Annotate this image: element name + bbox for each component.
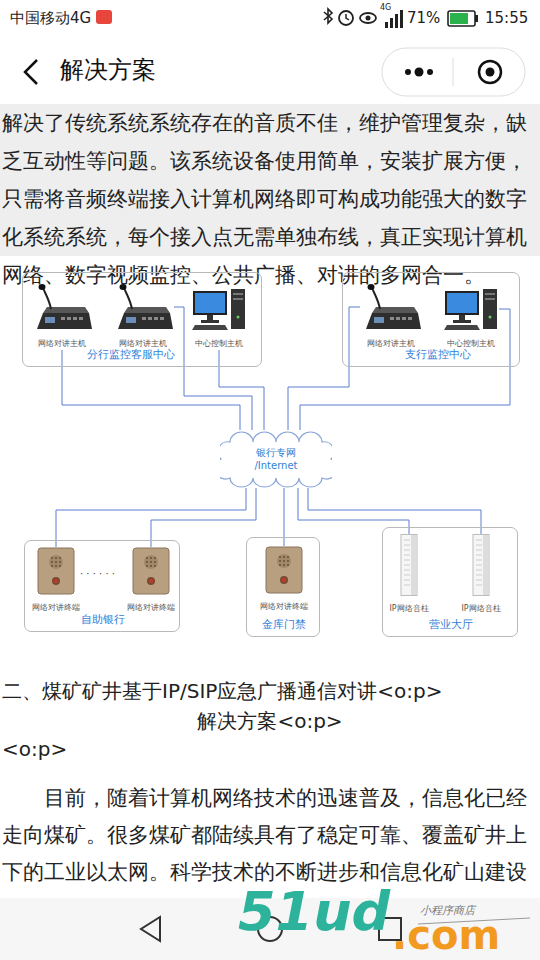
network-link bbox=[288, 307, 360, 430]
cloud-outline bbox=[220, 430, 332, 488]
term-icon bbox=[265, 546, 303, 594]
mic-icon bbox=[31, 283, 93, 331]
device-label: IP网络音柱 bbox=[389, 604, 428, 614]
group-box: 金库门禁网络对讲终端 bbox=[246, 537, 320, 637]
col-icon bbox=[471, 534, 491, 596]
group-label: 金库门禁 bbox=[184, 618, 384, 631]
mic-icon bbox=[112, 283, 174, 331]
battery-percent: 71% bbox=[407, 9, 440, 27]
group-label: 分行监控客服中心 bbox=[31, 348, 231, 361]
group-label: 营业大厅 bbox=[351, 618, 540, 631]
intercom-terminal: 网络对讲终端 bbox=[125, 547, 177, 614]
group-label: 自助银行 bbox=[3, 613, 203, 626]
mic-icon bbox=[360, 283, 422, 331]
device-label: 网络对讲终端 bbox=[127, 603, 175, 613]
title-bar: 解决方案 bbox=[0, 38, 540, 104]
group-box: 分行监控客服中心网络对讲主机 网络对讲主机 中心控制主机 bbox=[22, 272, 262, 367]
section-heading: 解决方案<o:p> bbox=[0, 706, 540, 736]
device-label: 网络对讲主机 bbox=[119, 339, 167, 349]
group-box: 支行监控中心网络对讲主机中心控制主机 bbox=[342, 272, 520, 367]
pc-icon bbox=[191, 287, 247, 331]
ellipsis-dots: · · · · · · bbox=[80, 568, 115, 579]
group-box: 营业大厅IP网络音柱IP网络音柱 bbox=[382, 527, 518, 637]
markup-tag: <o:p> bbox=[2, 734, 67, 764]
text-panel: 解决了传统系统系统存在的音质不佳，维护管理复杂，缺乏互动性等问题。该系统设备使用… bbox=[0, 104, 540, 256]
carrier-name: 中国移动4G bbox=[10, 9, 91, 28]
network-link bbox=[151, 488, 256, 547]
intercom-host: 网络对讲主机 bbox=[31, 283, 93, 350]
watermark: 51ud bbox=[238, 880, 390, 943]
intercom-terminal: 网络对讲终端 bbox=[30, 547, 82, 614]
control-host: 中心控制主机 bbox=[443, 287, 499, 350]
device-label: 中心控制主机 bbox=[195, 339, 243, 349]
intercom-host: 网络对讲主机 bbox=[112, 283, 174, 350]
page-title: 解决方案 bbox=[60, 54, 156, 86]
device-label: 网络对讲终端 bbox=[32, 603, 80, 613]
device-label: IP网络音柱 bbox=[461, 604, 500, 614]
network-diagram: · · · · · ·分行监控客服中心网络对讲主机网络对讲主机中心控制主机支行监… bbox=[0, 258, 540, 646]
intercom-host: 网络对讲主机 bbox=[360, 283, 422, 350]
group-label: 支行监控中心 bbox=[338, 348, 538, 361]
control-host: 中心控制主机 bbox=[191, 287, 247, 350]
device-label: 中心控制主机 bbox=[447, 339, 495, 349]
watermark: .com bbox=[392, 912, 500, 958]
device-label: 网络对讲终端 bbox=[260, 602, 308, 612]
group-box: 自助银行网络对讲终端网络对讲终端 bbox=[24, 540, 180, 632]
clock: 15:55 bbox=[485, 9, 528, 27]
network-link bbox=[62, 350, 240, 430]
term-icon bbox=[132, 547, 170, 595]
term-icon bbox=[37, 547, 75, 595]
ip-speaker-column: IP网络音柱 bbox=[387, 534, 431, 615]
device-label: 网络对讲主机 bbox=[38, 339, 86, 349]
section-heading: 二、煤矿矿井基于IP/SIP应急广播通信对讲<o:p> bbox=[2, 676, 538, 706]
watermark: 小程序商店 bbox=[420, 903, 475, 918]
status-bar: 中国移动4G 4G 71% 15:55 bbox=[0, 0, 540, 38]
device-label: 网络对讲主机 bbox=[367, 339, 415, 349]
ip-speaker-column: IP网络音柱 bbox=[459, 534, 503, 615]
network-link bbox=[300, 309, 510, 430]
paragraph: 解决了传统系统系统存在的音质不佳，维护管理复杂，缺乏互动性等问题。该系统设备使用… bbox=[2, 104, 536, 294]
network-link bbox=[219, 350, 264, 430]
network-type: 4G bbox=[380, 3, 391, 12]
cloud-label: 银行专网 /Internet bbox=[247, 446, 305, 472]
intercom-terminal: 网络对讲终端 bbox=[258, 546, 310, 613]
col-icon bbox=[399, 534, 419, 596]
network-cloud: 银行专网 /Internet bbox=[220, 430, 332, 488]
pc-icon bbox=[443, 287, 499, 331]
